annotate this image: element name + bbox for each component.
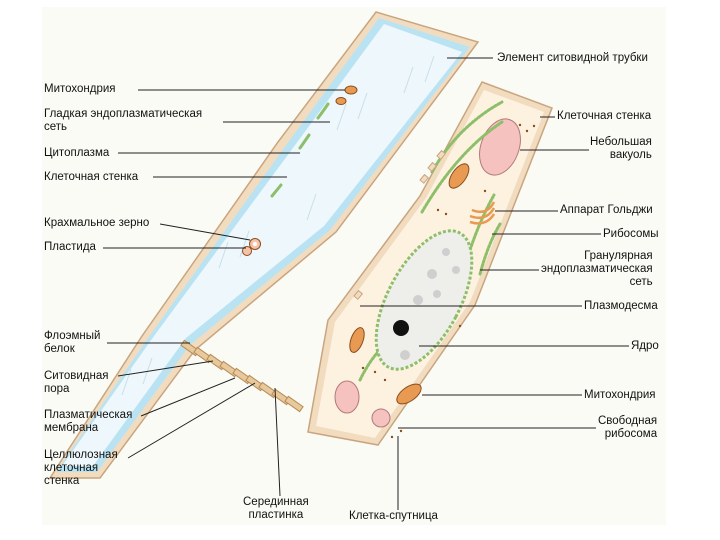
label-nucleus: Ядро [631, 340, 659, 353]
label-golgi: Аппарат Гольджи [560, 204, 653, 217]
phloem-protein-strand [152, 279, 161, 305]
leader-line [275, 388, 280, 496]
label-cell-wall-left: Клеточная стенка [44, 171, 138, 184]
label-cell-wall-right: Клеточная стенка [557, 110, 651, 123]
label-rough-er: Гранулярная эндоплазматическая сеть [541, 250, 653, 289]
nucleolus [393, 320, 409, 336]
vacuole [372, 409, 390, 427]
phloem-protein-strand [233, 88, 242, 114]
label-plasma-membrane: Плазматическая мембрана [44, 409, 132, 435]
phloem-protein-strand [203, 178, 212, 204]
phloem-protein-strand [388, 443, 397, 469]
phloem-protein-strand [196, 35, 205, 61]
phloem-protein-strand [256, 295, 265, 321]
phloem-protein-strand [344, 247, 353, 273]
phloem-protein-strand [145, 136, 154, 162]
starch-grain [253, 242, 257, 246]
label-cytoplasm: Цитоплазма [44, 147, 109, 160]
label-sieve-pore: Ситовидная пора [44, 370, 108, 396]
label-mitochondrion-right: Митохондрия [584, 389, 656, 402]
phloem-protein-strand [321, 40, 330, 66]
label-phloem-protein: Флоэмный белок [44, 330, 100, 356]
phloem-protein-strand [263, 438, 272, 464]
label-mitochondrion-left: Митохондрия [44, 83, 116, 96]
phloem-protein-strand [300, 51, 309, 77]
label-ribosomes: Рибосомы [603, 228, 659, 241]
label-sieve-tube-element: Элемент ситовидной трубки [497, 52, 648, 65]
label-plasmodesma: Плазмодесма [584, 300, 658, 313]
label-cellulose-wall: Целлюлозная клеточная стенка [44, 449, 118, 488]
phloem-protein-strand [180, 411, 189, 437]
sieve-mitochondrion [345, 86, 357, 94]
vacuole [335, 381, 359, 413]
sieve-mitochondrion [336, 98, 346, 105]
label-free-ribosome: Свободная рибосома [598, 415, 657, 441]
sieve-plate [181, 340, 303, 411]
phloem-protein-strand [277, 284, 286, 310]
phloem-protein-strand [293, 348, 302, 374]
phloem-protein-strand [129, 72, 138, 98]
label-companion-cell: Клетка-спутница [349, 510, 438, 523]
label-starch-grain: Крахмальное зерно [44, 217, 149, 230]
phloem-protein-strand [217, 464, 226, 490]
phloem-protein-strand [367, 454, 376, 480]
label-plastid: Пластида [44, 241, 96, 254]
phloem-protein-strand [71, 30, 80, 56]
phloem-protein-strand [284, 427, 293, 453]
phloem-protein-strand [182, 189, 191, 215]
label-smooth-er: Гладкая эндоплазматическая сеть [44, 108, 202, 134]
label-small-vacuole: Небольшая вакуоль [590, 136, 652, 162]
label-middle-lamella: Серединная пластинка [243, 496, 309, 522]
phloem-protein-strand [106, 305, 115, 331]
